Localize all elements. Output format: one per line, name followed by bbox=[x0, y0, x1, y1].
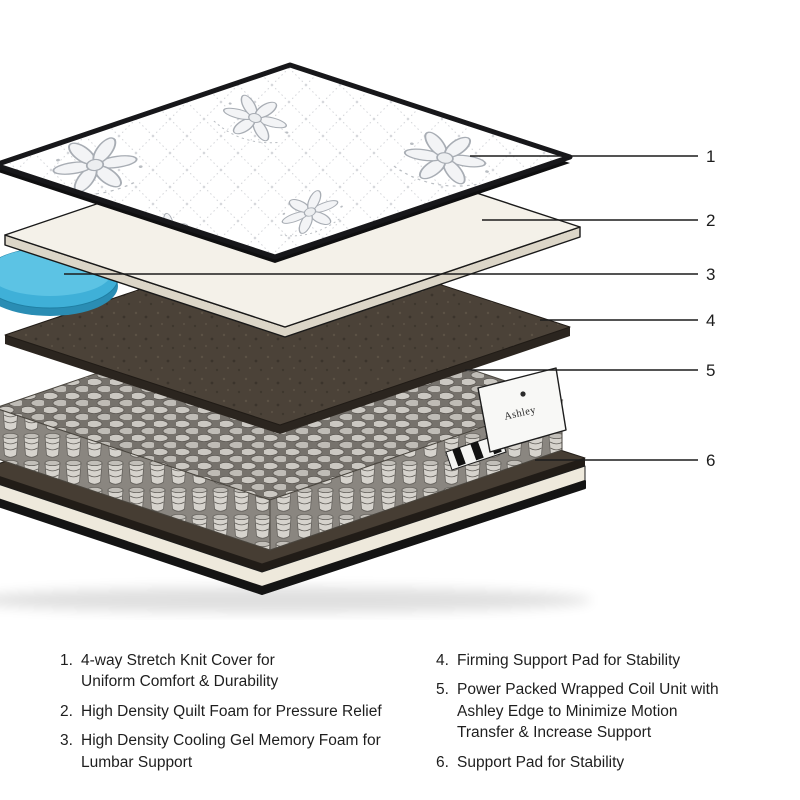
legend-item-6-number: 6. bbox=[436, 753, 449, 771]
floor-shadow bbox=[0, 587, 592, 613]
legend-item-1-line-1: 4-way Stretch Knit Cover for bbox=[81, 652, 275, 669]
legend-column-right: 4. Firming Support Pad for Stability 5. … bbox=[436, 650, 748, 773]
ashley-edge-label: Ashley bbox=[445, 367, 567, 471]
layer-1-stretch-knit-cover bbox=[0, 62, 573, 263]
legend-item-5: 5. Power Packed Wrapped Coil Unit with A… bbox=[436, 679, 748, 743]
quilt-pattern bbox=[0, 65, 570, 257]
legend-item-2-number: 2. bbox=[60, 702, 73, 720]
brand-logo-mark bbox=[520, 391, 526, 397]
legend-item-4-line-1: Firming Support Pad for Stability bbox=[457, 652, 681, 669]
legend-item-3-number: 3. bbox=[60, 732, 73, 750]
legend-item-3-line-1: High Density Cooling Gel Memory Foam for bbox=[81, 732, 381, 750]
legend: 1. 4-way Stretch Knit Cover for Uniform … bbox=[60, 650, 748, 773]
legend-item-3: 3. High Density Cooling Gel Memory Foam … bbox=[60, 730, 392, 773]
callout-numbers: 1 2 3 4 5 6 bbox=[706, 147, 715, 470]
legend-item-6-line-1: Support Pad for Stability bbox=[457, 753, 625, 771]
legend-item-2: 2. High Density Quilt Foam for Pressure … bbox=[60, 701, 392, 722]
legend-item-5-line-2: Ashley Edge to Minimize Motion bbox=[457, 702, 678, 720]
callout-number-6: 6 bbox=[706, 451, 715, 470]
legend-column-left: 1. 4-way Stretch Knit Cover for Uniform … bbox=[60, 650, 392, 773]
callout-number-2: 2 bbox=[706, 211, 715, 230]
legend-item-6: 6. Support Pad for Stability bbox=[436, 752, 748, 773]
legend-item-1: 1. 4-way Stretch Knit Cover for Uniform … bbox=[60, 650, 392, 693]
cover-binding-edge bbox=[0, 62, 573, 260]
callout-number-3: 3 bbox=[706, 265, 715, 284]
callout-number-1: 1 bbox=[706, 147, 715, 166]
callout-number-5: 5 bbox=[706, 361, 715, 380]
legend-item-1-line-2: Uniform Comfort & Durability bbox=[81, 673, 279, 691]
legend-item-4-number: 4. bbox=[436, 652, 449, 669]
legend-item-2-line-1: High Density Quilt Foam for Pressure Rel… bbox=[81, 702, 382, 720]
callout-number-4: 4 bbox=[706, 311, 715, 330]
legend-item-5-line-1: Power Packed Wrapped Coil Unit with bbox=[457, 681, 719, 699]
legend-item-5-number: 5. bbox=[436, 681, 449, 699]
brand-label-patch bbox=[477, 367, 567, 453]
callout-lines bbox=[64, 155, 698, 461]
legend-item-1-number: 1. bbox=[60, 652, 73, 669]
mattress-exploded-diagram: Ashley bbox=[0, 62, 715, 613]
legend-item-5-line-3: Transfer & Increase Support bbox=[457, 724, 652, 742]
legend-item-4: 4. Firming Support Pad for Stability bbox=[436, 650, 748, 671]
legend-item-3-line-2: Lumbar Support bbox=[81, 753, 193, 771]
